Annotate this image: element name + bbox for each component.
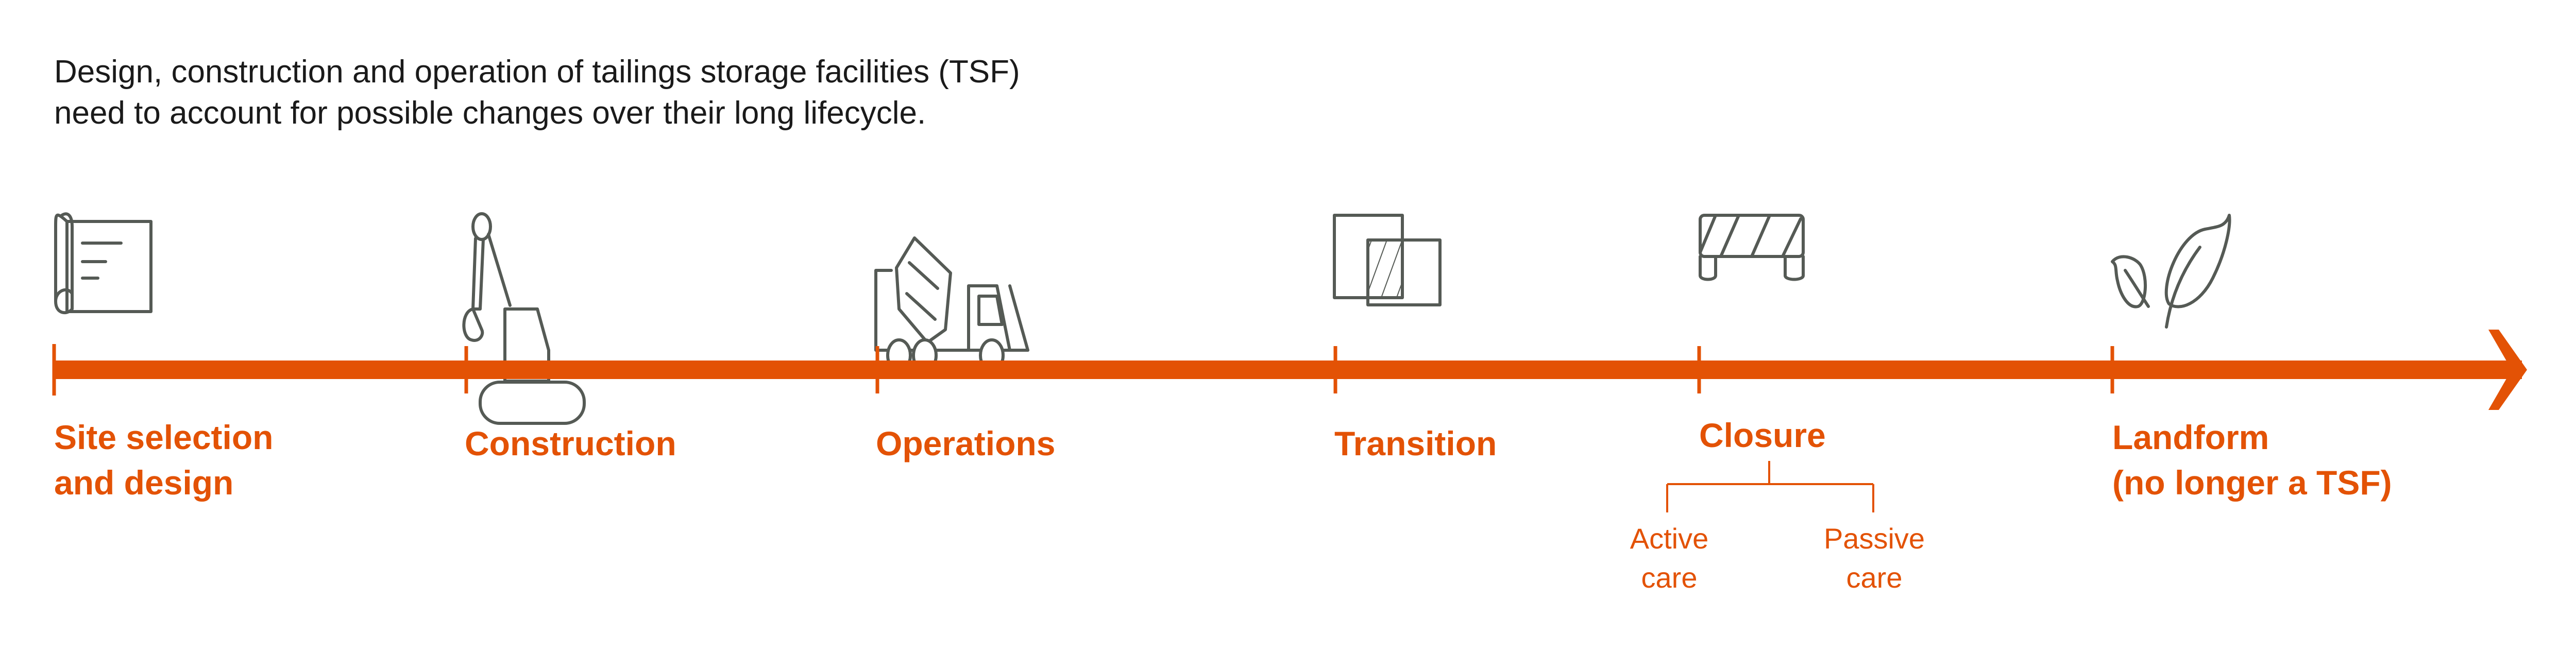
- leaf-icon: [2111, 214, 2231, 329]
- timeline-bar: [54, 361, 2522, 379]
- closure-bracket: [1666, 461, 1874, 512]
- stage-label-operations: Operations: [876, 424, 1055, 462]
- stage-label-landform: Landform: [2112, 418, 2269, 456]
- timeline-ticks: [52, 344, 2114, 396]
- blueprint-scroll-icon: [54, 212, 152, 315]
- stage-label-site-selection-line2: and design: [54, 464, 233, 502]
- intro-line-2: need to account for possible changes ove…: [54, 95, 926, 131]
- stage-label-landform-line2: (no longer a TSF): [2112, 464, 2392, 502]
- arrowhead: [2488, 330, 2527, 410]
- closure-branch-active: Active: [1630, 522, 1709, 555]
- closure-branch-passive-line2: care: [1846, 561, 1903, 594]
- barrier-icon: [1699, 214, 1805, 281]
- closure-branch-active-line2: care: [1641, 561, 1698, 594]
- cement-truck-icon: [874, 236, 1029, 372]
- stage-label-site-selection: Site selection: [54, 418, 274, 456]
- closure-branch-passive: Passive: [1824, 522, 1925, 555]
- intro-line-1: Design, construction and operation of ta…: [54, 54, 1020, 90]
- excavator-icon: [462, 212, 586, 425]
- overlapping-squares-icon: [1333, 214, 1442, 306]
- stage-label-closure: Closure: [1699, 416, 1826, 454]
- stage-label-construction: Construction: [465, 424, 676, 462]
- timeline-arrow: [52, 330, 2527, 410]
- stage-label-transition: Transition: [1334, 424, 1497, 462]
